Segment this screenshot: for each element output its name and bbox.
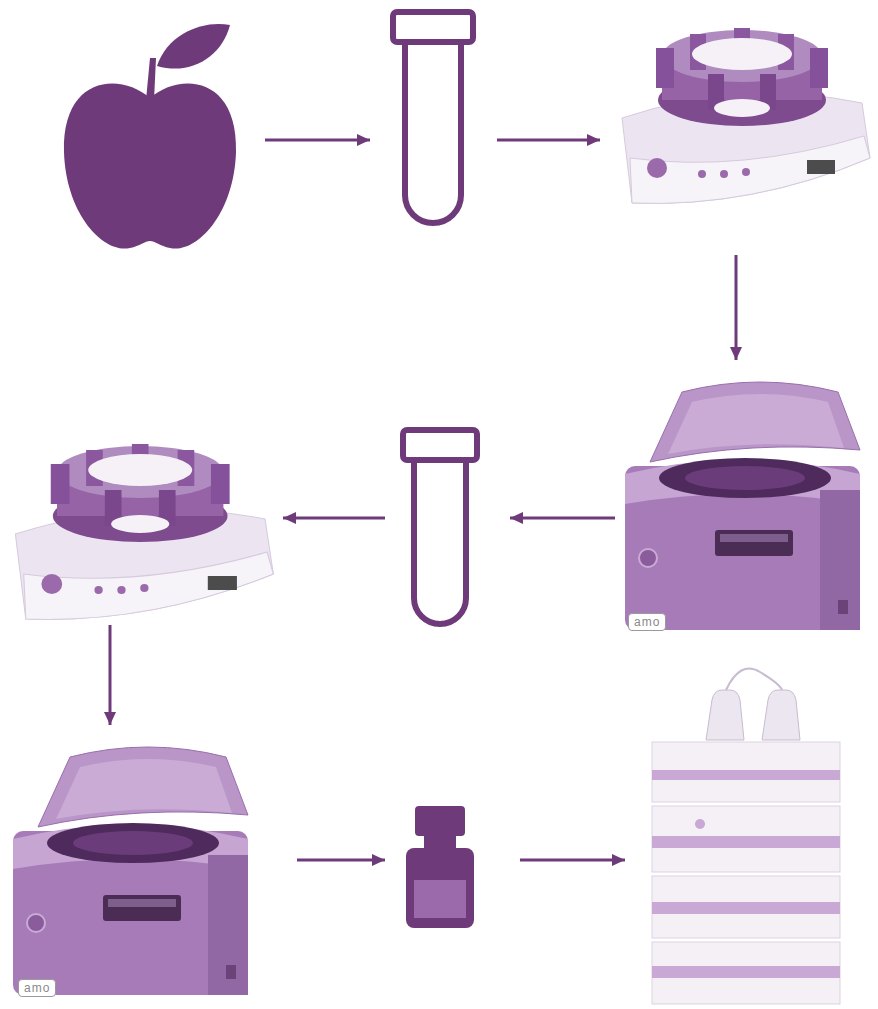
step-node: amo — [8, 735, 248, 1003]
centrifuge-icon — [625, 382, 860, 630]
step-node: amo — [620, 370, 865, 635]
test-tube-icon — [403, 430, 477, 624]
brand-tag: amo — [18, 979, 56, 997]
flow-arrow — [283, 517, 385, 520]
flow-arrow — [109, 625, 112, 725]
flow-arrow — [510, 517, 615, 520]
step-node — [612, 5, 872, 200]
brand-tag: amo — [628, 613, 666, 631]
flow-arrow — [265, 139, 370, 142]
step-node — [392, 420, 487, 635]
step-node — [3, 420, 278, 620]
test-tube-icon — [393, 12, 473, 223]
step-node — [383, 5, 483, 240]
vial-icon — [406, 806, 474, 928]
apple-icon — [64, 24, 236, 249]
hplc-icon — [652, 669, 840, 1004]
shaker-icon — [15, 444, 273, 619]
centrifuge-icon — [13, 747, 248, 995]
flow-arrow — [297, 859, 385, 862]
step-node — [400, 800, 480, 930]
flow-arrow — [520, 859, 625, 862]
flow-arrow — [735, 255, 738, 360]
shaker-icon — [622, 28, 870, 203]
step-node — [55, 30, 255, 250]
flow-arrow — [497, 139, 600, 142]
step-node — [640, 690, 850, 1009]
